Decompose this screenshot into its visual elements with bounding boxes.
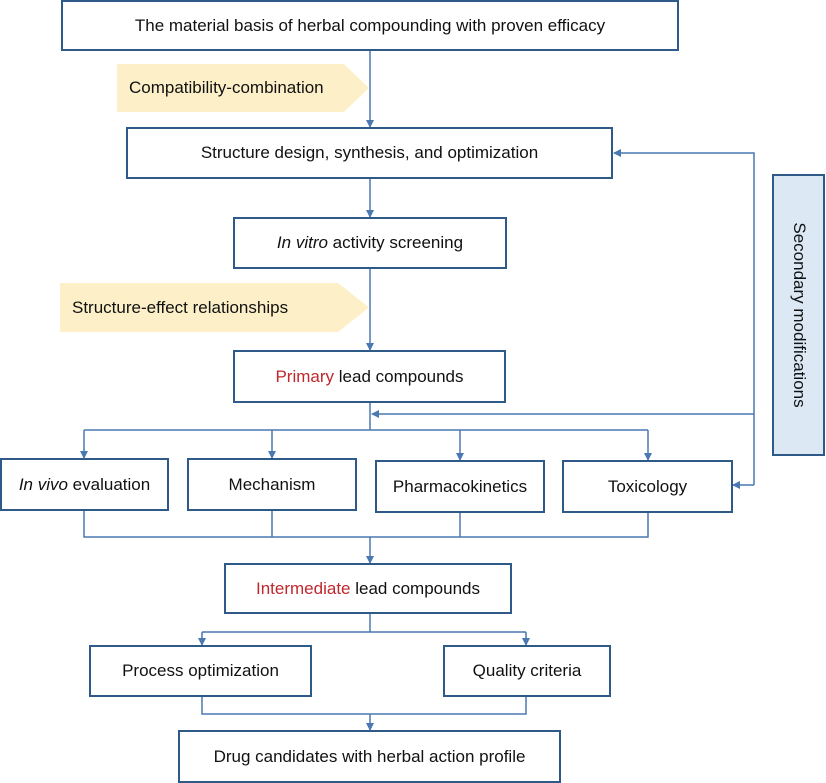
material-basis-box: The material basis of herbal compounding… — [61, 0, 679, 51]
process-optimization-box: Process optimization — [89, 645, 312, 697]
intermediate-label: Intermediate — [256, 578, 351, 598]
secondary-modifications-label: Secondary modifications — [789, 222, 809, 408]
toxicology-box: Toxicology — [562, 460, 733, 513]
intermediate-lead-label: lead compounds — [350, 578, 480, 598]
compatibility-tag: Compatibility-combination — [117, 64, 369, 112]
in-vivo-evaluation-box: In vivo evaluation — [0, 458, 169, 511]
intermediate-lead-box: Intermediate lead compounds — [224, 563, 512, 614]
primary-lead-label: lead compounds — [334, 366, 464, 386]
quality-criteria-box: Quality criteria — [443, 645, 611, 697]
evaluation-label: evaluation — [67, 474, 151, 494]
primary-label: Primary — [275, 366, 335, 386]
line-merge — [83, 510, 649, 538]
feedback-to-design — [613, 149, 755, 485]
in-vitro-label: In vitro — [276, 233, 328, 252]
in-vitro-screening-box: In vitro activity screening — [233, 217, 507, 269]
mechanism-box: Mechanism — [187, 458, 357, 511]
in-vivo-label: In vivo — [18, 474, 68, 494]
structure-design-box: Structure design, synthesis, and optimiz… — [126, 127, 613, 179]
screening-label: activity screening — [327, 233, 464, 252]
secondary-modifications-box: Secondary modifications — [772, 174, 825, 456]
drug-candidates-box: Drug candidates with herbal action profi… — [178, 730, 561, 783]
structure-effect-tag: Structure-effect relationships — [60, 283, 369, 332]
primary-lead-box: Primary lead compounds — [233, 350, 506, 403]
pharmacokinetics-box: Pharmacokinetics — [375, 460, 545, 513]
